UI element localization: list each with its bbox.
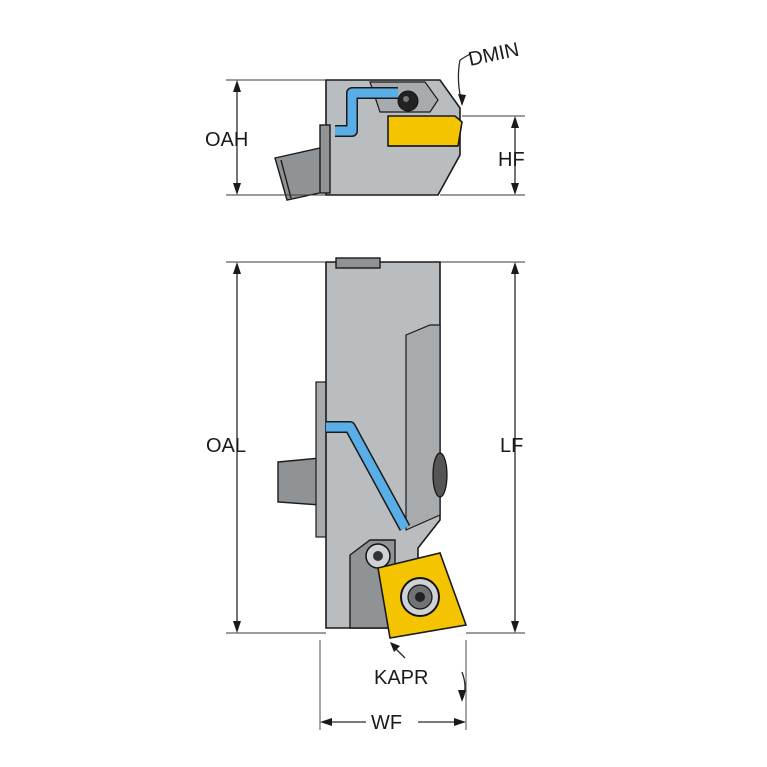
label-kapr: KAPR xyxy=(374,667,428,689)
top-shank-stub xyxy=(274,147,325,201)
plan-side-panel xyxy=(405,324,441,531)
plan-top-notch xyxy=(335,257,381,269)
top-coolant-channel xyxy=(335,88,398,136)
plan-view xyxy=(277,257,468,639)
label-dmin: DMIN xyxy=(466,39,521,71)
label-hf: HF xyxy=(498,149,525,171)
label-lf: LF xyxy=(500,435,523,457)
plan-dimensions: OAL LF KAPR WF xyxy=(206,261,525,734)
plan-shank-stub xyxy=(277,457,321,506)
top-shank-edge xyxy=(280,159,292,199)
label-oal: OAL xyxy=(206,435,246,457)
plan-side-hole-icon xyxy=(432,452,448,498)
label-wf: WF xyxy=(371,712,402,734)
top-left-step xyxy=(319,124,331,194)
plan-coolant-channel xyxy=(326,422,409,531)
top-insert xyxy=(387,115,463,147)
top-view xyxy=(274,79,463,201)
label-oah: OAH xyxy=(205,129,248,151)
